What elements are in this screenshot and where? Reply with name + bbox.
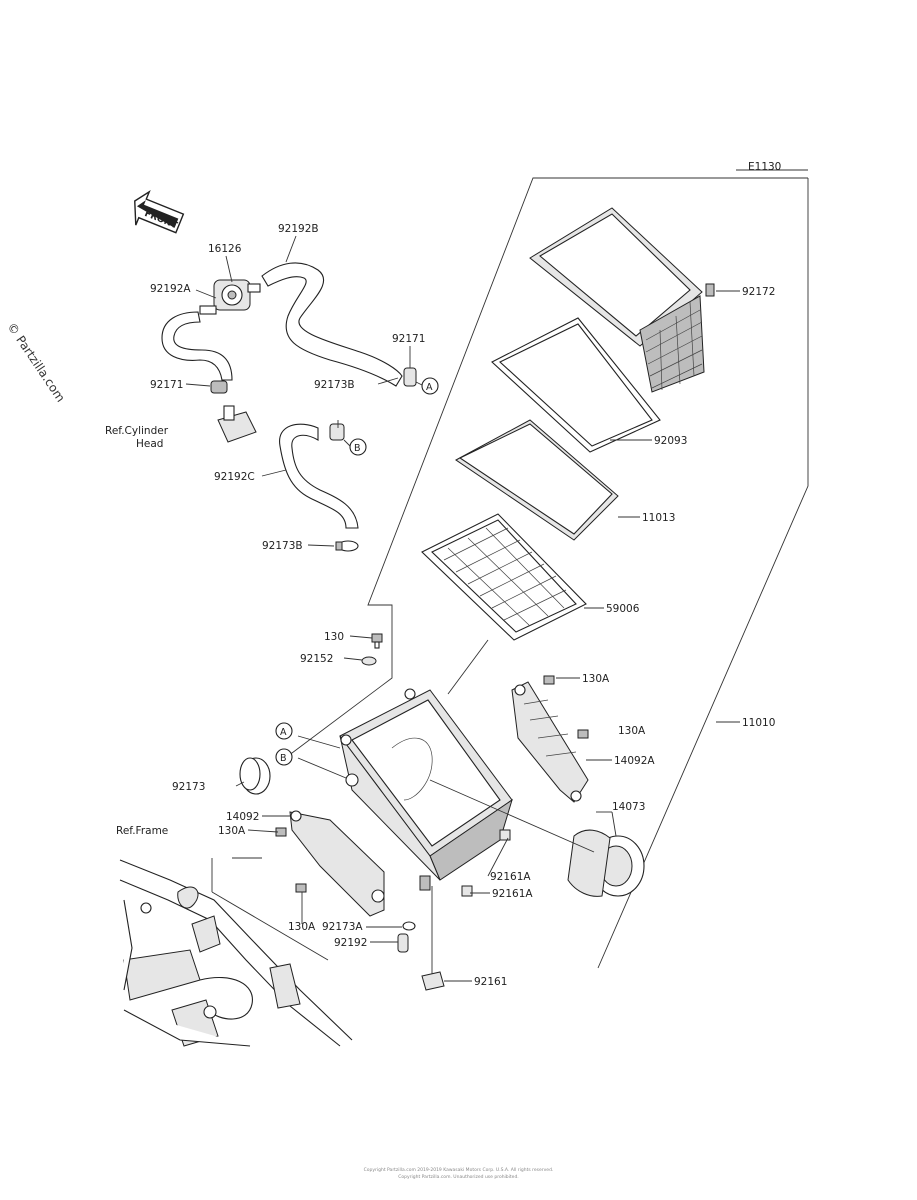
grommet-92152 [361, 656, 377, 666]
part-label-130a-mid: 130A [618, 725, 646, 737]
footer-line-1: Copyright Partzilla.com 2019-2019 Kawasa… [363, 1168, 554, 1173]
part-label-92173: 92173 [172, 781, 205, 793]
part-label-14092a: 14092A [614, 755, 655, 767]
part-label-14092: 14092 [226, 811, 259, 823]
marker-a-upper: A [421, 377, 439, 395]
svg-text:A: A [280, 727, 287, 738]
part-label-11010: 11010 [742, 717, 775, 729]
pad-92161 [421, 971, 445, 991]
frame-reference [119, 857, 353, 1047]
part-label-92171-right: 92171 [392, 333, 425, 345]
svg-text:B: B [354, 443, 361, 454]
marker-b-upper: B [349, 438, 367, 456]
element-11013 [455, 419, 619, 541]
clamp-92171-b [329, 423, 345, 441]
assembly-outline [279, 169, 809, 969]
marker-a-lower: A [275, 722, 293, 740]
part-label-130a-top: 130A [582, 673, 610, 685]
bolt-130 [371, 633, 383, 649]
part-label-130a-bottom: 130A [288, 921, 316, 933]
part-label-92093: 92093 [654, 435, 687, 447]
part-label-92171-left: 92171 [150, 379, 183, 391]
part-label-59006: 59006 [606, 603, 640, 615]
marker-b-lower: B [275, 748, 293, 766]
gasket-92093 [491, 317, 661, 453]
drain-hose-92192 [397, 933, 409, 953]
part-label-92173b-bottom: 92173B [262, 540, 303, 552]
front-arrow-icon: FRONT [134, 189, 185, 234]
ref-frame: Ref.Frame [116, 825, 168, 837]
part-label-92192b: 92192B [278, 223, 319, 235]
part-label-14073: 14073 [612, 801, 645, 813]
svg-text:B: B [280, 753, 287, 764]
part-label-92192: 92192 [334, 937, 367, 949]
pad-92161a-a [499, 829, 511, 841]
bracket-14092a [511, 681, 589, 803]
bolt-130a-mid [577, 729, 589, 739]
clamp-92173b-bottom [335, 540, 359, 552]
leader-lines [185, 235, 740, 982]
air-cleaner-housing [339, 688, 513, 891]
part-label-92173b-top: 92173B [314, 379, 355, 391]
bracket-14092 [289, 810, 385, 917]
part-label-11013: 11013 [642, 512, 675, 524]
part-label-92192c: 92192C [214, 471, 255, 483]
part-label-92161: 92161 [474, 976, 507, 988]
part-label-16126: 16126 [208, 243, 242, 255]
part-label-92192a: 92192A [150, 283, 191, 295]
screen-59006 [421, 513, 587, 641]
ref-cylinder-head-line2: Head [136, 438, 163, 450]
part-label-130a-left: 130A [218, 825, 246, 837]
diagram-code: E1130 [748, 161, 781, 173]
clamp-92173a [402, 921, 416, 931]
svg-text:A: A [426, 382, 433, 393]
air-cleaner-cover [529, 207, 715, 393]
bolt-130a-top [543, 675, 555, 685]
reed-valve-cover [210, 380, 257, 443]
part-label-92172: 92172 [742, 286, 775, 298]
duct-14073 [567, 829, 645, 897]
clamp-92173 [239, 757, 271, 795]
part-label-92152: 92152 [300, 653, 333, 665]
footer-line-2: Copyright Partzilla.com. Unauthorized us… [398, 1175, 519, 1180]
ref-cylinder-head-line1: Ref.Cylinder [105, 425, 169, 437]
clamp-92171-right [403, 367, 417, 387]
air-switching-valve-16126 [199, 279, 261, 315]
hose-92192b [261, 262, 403, 387]
part-label-92161a-b: 92161A [492, 888, 533, 900]
part-label-130: 130 [324, 631, 344, 643]
part-label-92161a-a: 92161A [490, 871, 531, 883]
pad-92161a-b [461, 885, 473, 897]
bolt-130a-bottom [295, 883, 307, 893]
part-label-92173a: 92173A [322, 921, 363, 933]
hose-92192c [279, 423, 359, 529]
hose-92192a [161, 311, 233, 381]
